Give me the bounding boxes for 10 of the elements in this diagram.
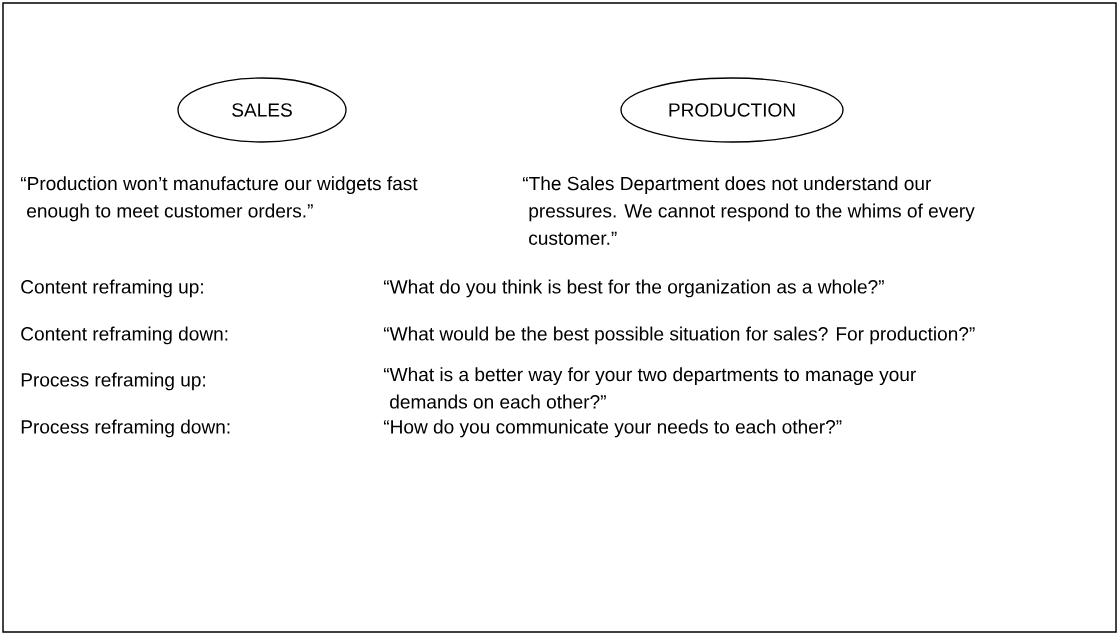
row-label: Process reframing down: [21,419,230,438]
quote-text: “What would be the best possible situation for sales? For production?” [383,326,975,345]
quote-text: “What is a better way for your two departments to manage your demands on each other?” [383,367,916,409]
quote-text: “The Sales Department does not understand our pressures. We cannot respond to the whims of every customer.” [522,176,975,245]
quote-text: “Production won’t manufacture our widgets fast enough to meet customer orders.” [20,176,418,222]
quote-text: “What do you think is best for the organization as a whole?” [383,279,884,298]
row-label: Content reframing up: [21,279,203,298]
quote-text: “How do you communicate your needs to each other?” [383,419,842,438]
row-label: Content reframing down: [21,326,228,345]
row-label: Process reframing up: [21,372,205,391]
